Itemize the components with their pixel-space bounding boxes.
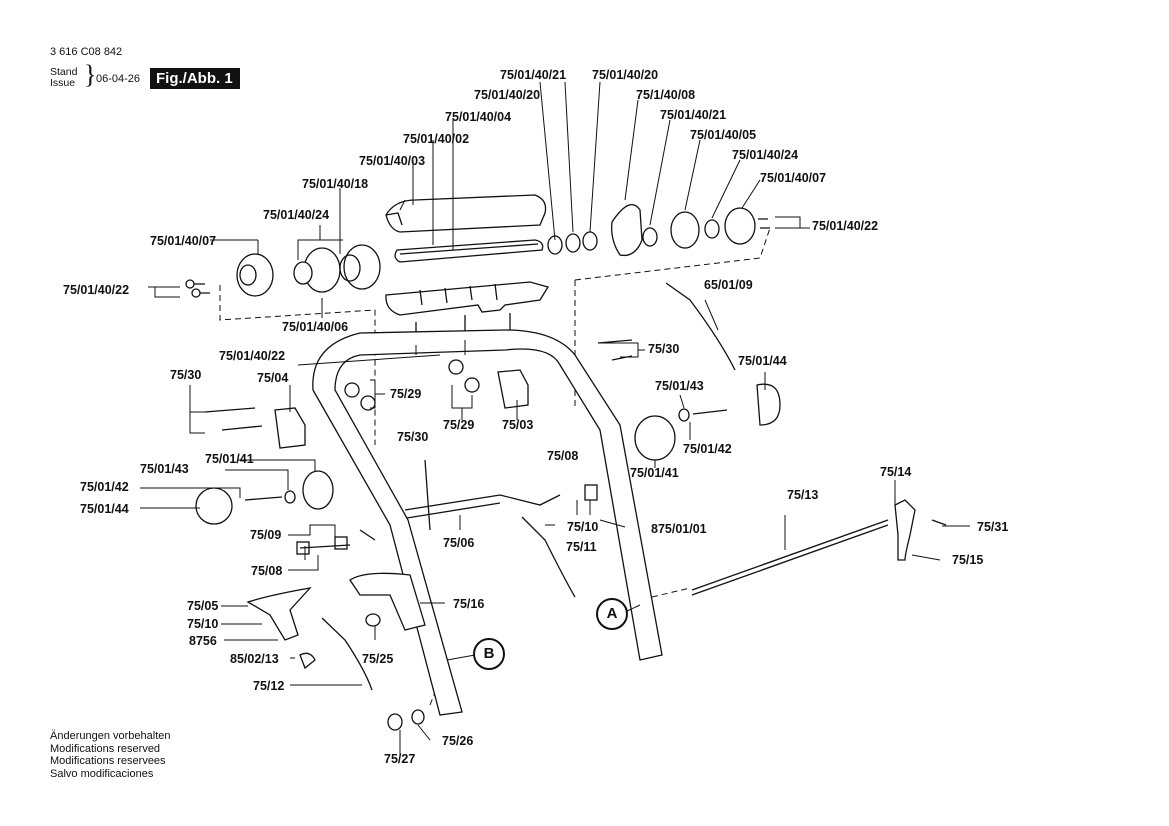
issue-date: 06-04-26 (96, 73, 141, 85)
part-label: 75/01/40/24 (732, 148, 799, 162)
part-label: 75/01/40/18 (302, 177, 369, 191)
part-label: 75/10 (187, 617, 219, 631)
part-label: 75/26 (442, 734, 474, 748)
callout-a: A (596, 598, 628, 630)
footer-notice: Änderungen vorbehalten Modifications res… (50, 730, 170, 780)
part-label: 75/01/40/22 (219, 349, 286, 363)
part-label: 75/01/41 (205, 452, 254, 466)
part-label: 75/13 (787, 488, 819, 502)
part-label: 75/01/40/21 (660, 108, 727, 122)
part-label: 75/30 (397, 430, 429, 444)
part-label: 75/01/40/24 (263, 208, 330, 222)
part-label: 75/05 (187, 599, 219, 613)
part-label: 65/01/09 (704, 278, 753, 292)
footer-line: Modifications reservees (50, 755, 166, 767)
part-label: 75/04 (257, 371, 289, 385)
part-label: 75/30 (170, 368, 202, 382)
part-label: 75/03 (502, 418, 534, 432)
handle-frame (312, 329, 663, 716)
brackets (195, 339, 781, 525)
part-label: 75/15 (952, 553, 984, 567)
stand-label: Stand (50, 66, 78, 78)
stand-issue-label: Stand Issue (50, 67, 77, 89)
part-label: 75/01/40/20 (592, 68, 659, 82)
middle-rail-part (394, 239, 544, 263)
part-label: 75/01/40/07 (150, 234, 217, 248)
issue-label: Issue (50, 77, 76, 89)
footer-line: Modifications reserved (50, 742, 161, 755)
part-label: 75/30 (648, 342, 680, 356)
footer-line: Salvo modificaciones (50, 767, 154, 780)
part-label: 875/01/01 (651, 522, 707, 536)
right-rollers (547, 204, 770, 257)
part-label: 75/14 (880, 465, 912, 479)
part-label: 75/01/40/03 (359, 154, 426, 168)
part-label: 75/01/44 (80, 502, 129, 516)
part-label: 75/01/42 (683, 442, 732, 456)
part-label: 75/29 (390, 387, 422, 401)
part-label: 75/31 (977, 520, 1009, 534)
part-label: 75/01/40/20 (474, 88, 541, 102)
part-label: 75/01/40/05 (690, 128, 757, 142)
bottom-carrier-part (385, 281, 550, 316)
part-label: 75/01/43 (655, 379, 704, 393)
part-label: 75/01/41 (630, 466, 679, 480)
top-cover-part (385, 194, 547, 233)
part-label: 75/29 (443, 418, 475, 432)
part-label: 75/25 (362, 652, 394, 666)
part-label: 75/01/40/22 (63, 283, 130, 297)
part-label: 75/01/42 (80, 480, 129, 494)
callout-b: B (473, 638, 505, 670)
part-label: 75/06 (443, 536, 475, 550)
part-label: 75/12 (253, 679, 285, 693)
part-label: 75/01/44 (738, 354, 787, 368)
part-label: 75/08 (251, 564, 283, 578)
part-label: 8756 (189, 634, 217, 648)
part-label: 75/01/40/07 (760, 171, 827, 185)
left-rollers (185, 244, 381, 298)
leader-lines (140, 81, 970, 755)
part-label: 75/08 (547, 449, 579, 463)
part-label: 75/01/40/02 (403, 132, 470, 146)
figure-label: Fig./Abb. 1 (150, 68, 240, 89)
part-label: 75/01/40/04 (445, 110, 512, 124)
part-label: 75/01/40/06 (282, 320, 349, 334)
part-label: 75/01/40/22 (812, 219, 879, 233)
brace-symbol: } (84, 60, 97, 89)
part-label: 75/16 (453, 597, 485, 611)
part-label: 75/27 (384, 752, 416, 766)
cables-and-rods (246, 282, 947, 731)
document-number: 3 616 C08 842 (50, 46, 123, 58)
part-label: 75/01/43 (140, 462, 189, 476)
part-label: 75/11 (566, 540, 597, 554)
part-label: 75/09 (250, 528, 282, 542)
part-label: 75/10 (567, 520, 599, 534)
part-label: 75/01/40/21 (500, 68, 567, 82)
part-label: 75/1/40/08 (636, 88, 696, 102)
part-label: 85/02/13 (230, 652, 279, 666)
footer-line: Änderungen vorbehalten (50, 730, 171, 742)
